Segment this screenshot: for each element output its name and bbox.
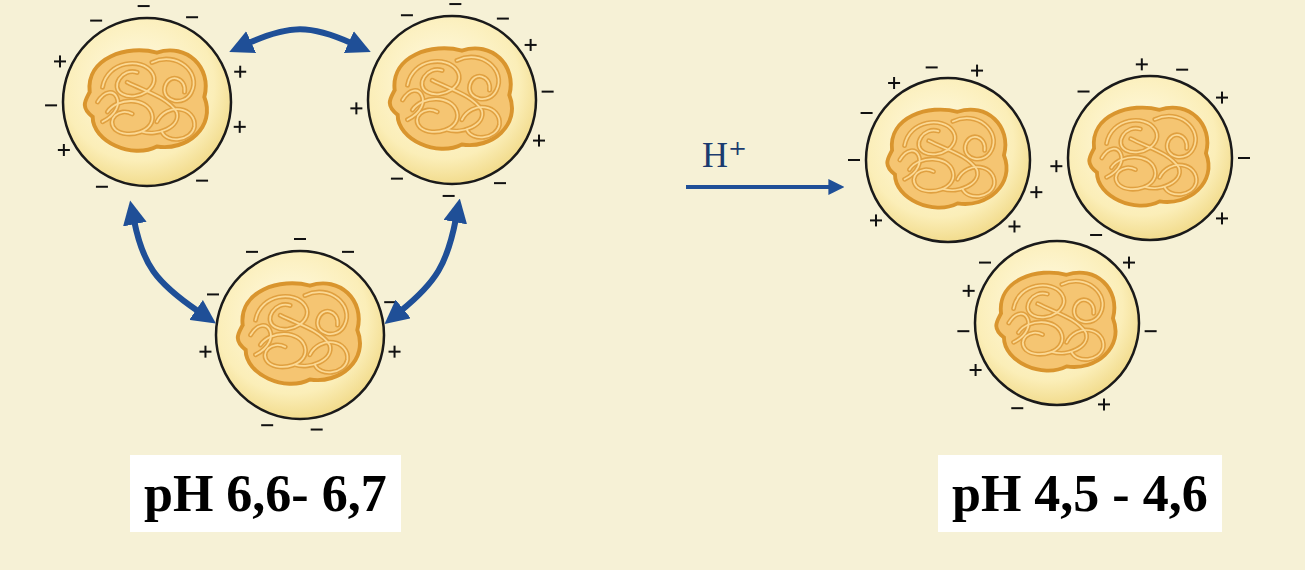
protein-coil (85, 50, 207, 150)
molecule-shell (975, 241, 1139, 405)
protein-coil (996, 273, 1115, 371)
protein-molecule (957, 241, 1156, 410)
molecule-shell (1068, 76, 1232, 240)
charge-signs (1050, 58, 1250, 235)
protein-molecule (45, 6, 246, 187)
protein-molecule (199, 239, 400, 430)
protein-coil (1089, 108, 1208, 206)
attraction-arrow (238, 29, 362, 48)
reaction-arrow (686, 185, 838, 189)
charge-signs (350, 4, 553, 196)
molecule-shell (866, 78, 1030, 242)
ion-label: H⁺ (700, 136, 749, 176)
charge-signs (848, 65, 1042, 233)
molecule-shell (63, 18, 231, 186)
charge-signs (199, 239, 400, 430)
ph-label: pH 6,6- 6,7 (130, 455, 401, 532)
protein-molecule (848, 65, 1042, 242)
protein-coil (238, 283, 360, 383)
molecule-shell (368, 16, 536, 184)
protein-molecule (1050, 58, 1250, 240)
attraction-arrow (132, 210, 208, 318)
protein-molecule (350, 4, 553, 196)
attraction-arrow (392, 208, 458, 318)
ph-label: pH 4,5 - 4,6 (938, 455, 1222, 532)
protein-coil (887, 110, 1006, 208)
protein-coil (390, 48, 512, 148)
molecule-shell (216, 251, 384, 419)
charge-signs (45, 6, 246, 187)
charge-signs (957, 257, 1156, 411)
